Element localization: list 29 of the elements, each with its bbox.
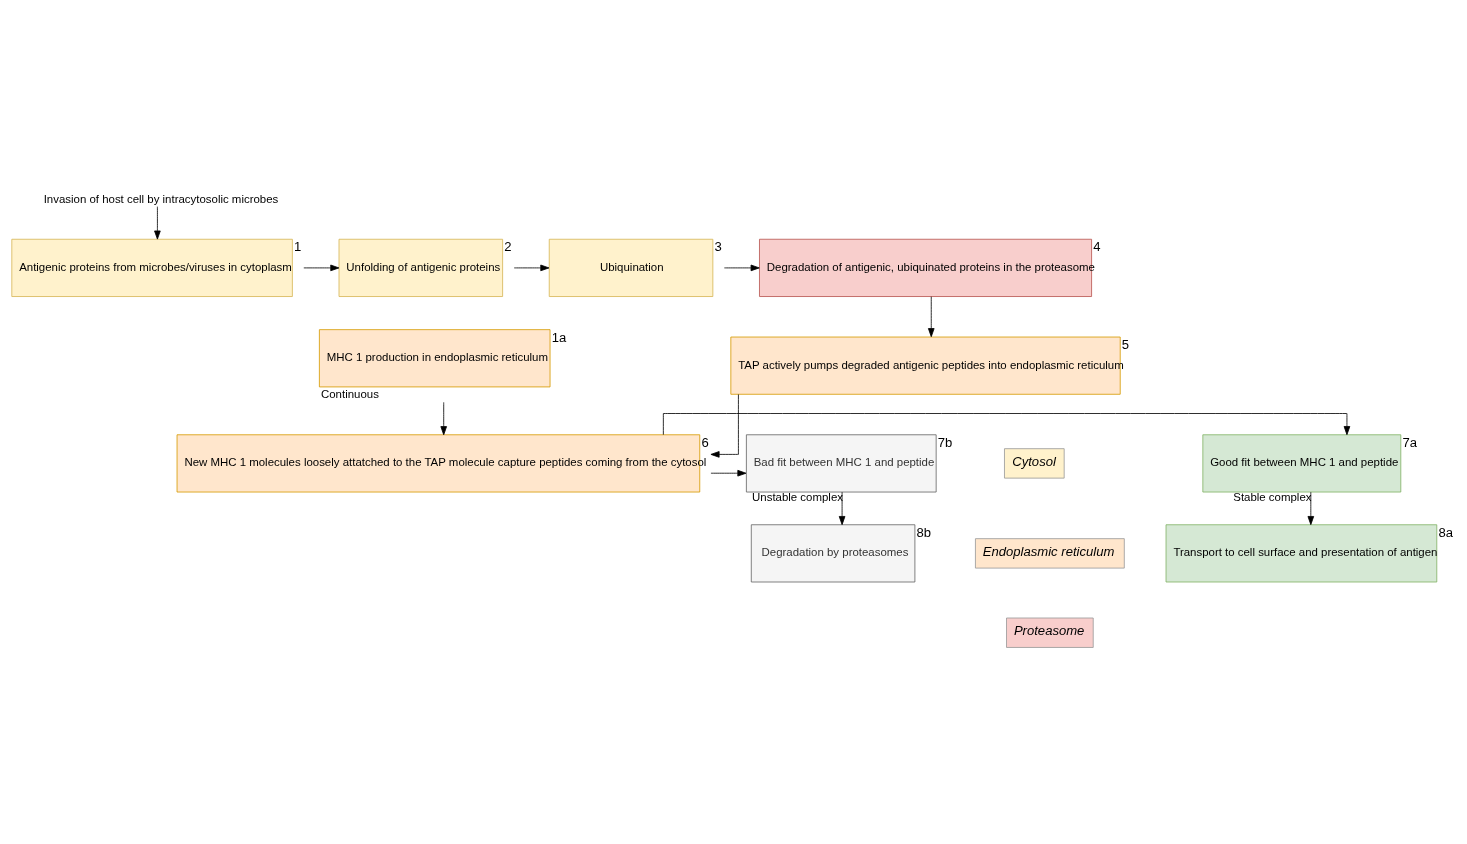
node-label: 8a (1438, 524, 1453, 540)
arrow (723, 264, 760, 271)
node-label: 6 (701, 434, 709, 450)
legend-label: Proteasome (1013, 622, 1085, 638)
arrow (662, 412, 1351, 435)
node-label: 3 (714, 238, 722, 254)
arrow (710, 393, 739, 458)
legend-label: Cytosol (1012, 453, 1056, 469)
arrow (513, 264, 550, 271)
arrow (1307, 491, 1315, 525)
arrow (928, 295, 935, 337)
arrow (154, 205, 161, 240)
node-text: Invasion of host cell by intracytosolic microbes (43, 192, 279, 205)
node-label: 8b (916, 524, 932, 540)
node-label: 2 (504, 238, 512, 254)
node-label: 7b (937, 434, 953, 450)
arrow (440, 401, 447, 435)
node-label: Continuous (321, 387, 379, 400)
edge-label: Unstable complex (752, 490, 843, 503)
node-label: 7a (1402, 434, 1417, 450)
node-label: 1a (551, 329, 567, 345)
node-label: 4 (1093, 238, 1101, 254)
edge-label: Stable complex (1233, 490, 1312, 503)
node-label: 1 (294, 238, 302, 254)
arrow (710, 469, 747, 476)
arrow (303, 264, 340, 271)
legend-label: Endoplasmic reticulum (982, 543, 1115, 559)
arrow (838, 491, 846, 525)
node-label: 5 (1121, 336, 1130, 352)
